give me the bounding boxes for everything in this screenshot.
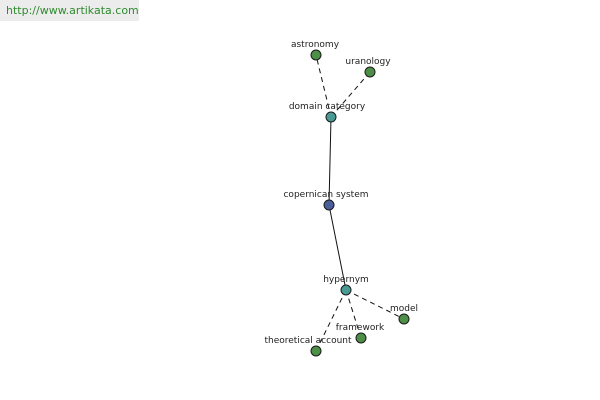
node-dot-astronomy[interactable] (310, 49, 322, 61)
node-hypernym[interactable]: hypernym (323, 275, 369, 296)
node-domain-category[interactable]: domain category (289, 102, 366, 123)
site-banner: http://www.artikata.com (0, 0, 139, 21)
node-dot-uranology[interactable] (364, 66, 376, 78)
node-copernican-system[interactable]: copernican system (283, 190, 369, 211)
node-framework[interactable]: framework (336, 323, 385, 344)
edge-domain-category-to-astronomy (315, 54, 332, 118)
edges-layer (315, 54, 405, 352)
node-dot-copernican-system[interactable] (323, 199, 335, 211)
node-label-copernican-system: copernican system (283, 190, 368, 200)
node-astronomy[interactable]: astronomy (291, 40, 340, 61)
site-link[interactable]: http://www.artikata.com (6, 4, 139, 17)
node-dot-framework[interactable] (355, 332, 367, 344)
node-label-astronomy: astronomy (291, 40, 340, 50)
node-theoretical-account[interactable]: theoretical account (264, 336, 352, 357)
node-uranology[interactable]: uranology (345, 57, 391, 78)
node-dot-domain-category[interactable] (325, 111, 337, 123)
edge-domain-category-to-uranology (330, 71, 371, 118)
edge-hypernym-to-model (345, 289, 405, 320)
node-label-domain-category: domain category (289, 102, 366, 112)
edge-copernican-system-to-domain-category (328, 116, 332, 206)
node-dot-hypernym[interactable] (340, 284, 352, 296)
node-label-theoretical-account: theoretical account (264, 336, 351, 346)
node-label-uranology: uranology (345, 57, 391, 67)
node-dot-model[interactable] (398, 313, 410, 325)
node-label-framework: framework (336, 323, 385, 333)
node-model[interactable]: model (390, 304, 418, 325)
node-dot-theoretical-account[interactable] (310, 345, 322, 357)
edge-hypernym-to-theoretical-account (315, 289, 347, 352)
edge-copernican-system-to-hypernym (328, 204, 347, 291)
node-label-model: model (390, 304, 418, 314)
node-label-hypernym: hypernym (323, 275, 369, 285)
nodes-layer: copernican system domain category hypernym… (264, 40, 418, 357)
